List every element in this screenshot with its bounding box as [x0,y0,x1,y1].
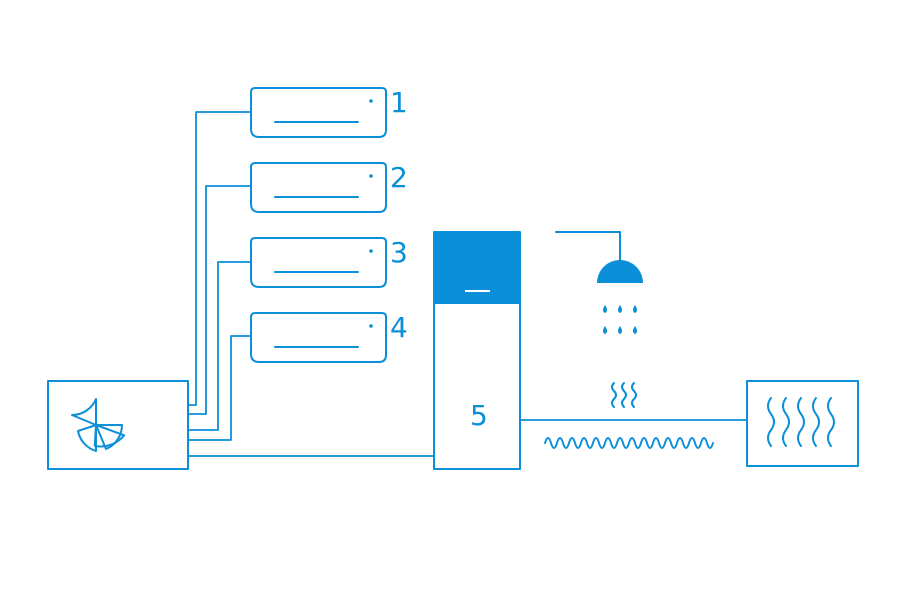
fan-icon [71,398,126,452]
hydro-tank-unit: 5 [433,231,521,470]
tank-label: 5 [470,399,488,432]
indoor-unit-1: 1 [250,86,408,138]
indoor-unit-4: 4 [250,311,408,363]
indoor-unit-label: 3 [390,236,408,269]
indoor-unit-label: 2 [390,161,408,194]
radiator-icon [746,380,859,467]
indoor-unit-label: 1 [390,86,408,119]
heat-wave-icon [611,382,637,408]
shower-icon [555,231,643,334]
floor-heating-coil-icon [544,437,714,449]
indoor-unit-2: 2 [250,161,408,213]
indoor-unit-label: 4 [390,311,408,344]
indoor-unit-3: 3 [250,236,408,288]
outdoor-unit [47,380,189,470]
water-drops [603,305,637,334]
refrigerant-pipes [187,111,435,457]
